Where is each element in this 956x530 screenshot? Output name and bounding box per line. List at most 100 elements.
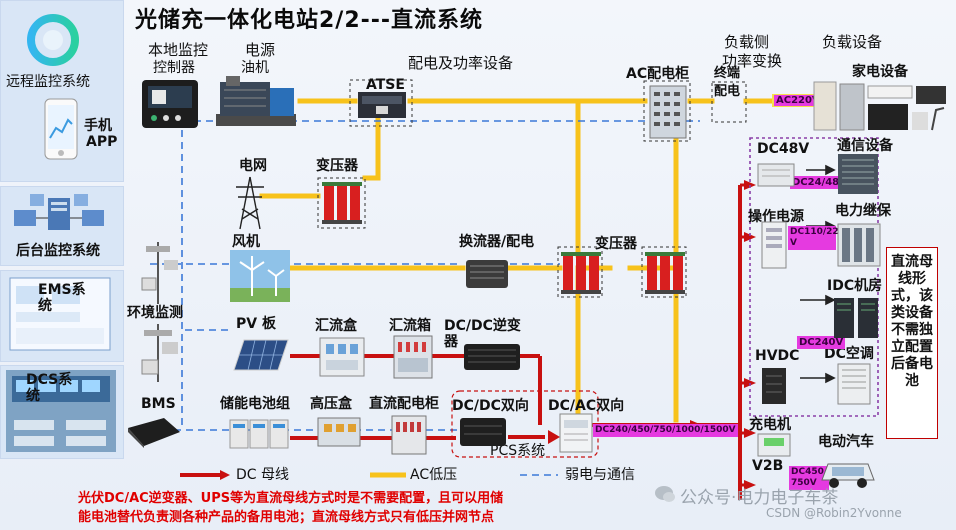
dc48v-rectifier-icon [757,163,795,187]
terminal-label-1: 终端 [714,66,741,81]
ac220v-tag: AC220V [772,94,824,107]
bottom-note-line2: 能电池替代负责测各种产品的备用电池；直流母线方式只有低压并网节点 [78,510,495,525]
converter-label: 换流器/配电 [459,234,535,250]
charger-label: 充电机 [749,417,791,433]
pcs-cabinet-icon [559,413,593,453]
dcdc-bidir-label: DC/DC双向 [452,398,529,414]
backend-monitor-label: 后台监控系统 [16,243,100,259]
distribution-label: 配电及功率设备 [408,54,514,72]
idc-label: IDC机房 [827,278,883,294]
pv-panel-label: PV 板 [236,316,276,332]
mobile-app-label-2: APP [86,134,118,150]
weather-station-icon [141,242,178,304]
ems-screen-icon [9,277,111,351]
dc-voltage-range-tag: DC240/450/750/1000/1500V [593,424,738,437]
home-appliances-icon [813,81,946,131]
local-controller-icon [142,80,198,128]
dc-bus-note-box: 直流母线形式，该类设备不需独立配置后备电池 [886,247,938,439]
v2b-label: V2B [752,458,784,474]
mobile-app-label-1: 手机 [84,118,112,134]
transformer-icon-3 [645,252,685,294]
dc-load-group-frame [749,137,879,417]
op-power-label: 操作电源 [748,209,804,225]
electric-car-icon [821,463,875,488]
combiner-box-icon [393,335,433,379]
dc240v-tag: DC240V [797,336,846,349]
combiner-label: 汇流盒 [315,318,357,334]
dcdc-inverter-label-1: DC/DC逆变 [444,318,521,334]
remote-monitor-label: 远程监控系统 [6,74,90,90]
dc48v-label: DC48V [757,141,810,157]
transformer-label-2: 变压器 [595,236,637,252]
bms-icon [128,418,180,448]
server-network-icon [14,194,104,230]
legend-ac-low: AC低压 [410,467,458,483]
combiner-box-label: 汇流箱 [389,318,431,334]
ac220v-tag-text: AC220V [774,95,822,106]
legend-comm: 弱电与通信 [565,467,635,483]
transformer-icon-2 [561,252,601,294]
op-power-cabinet-icon [761,221,787,269]
pv-panel-icon [233,339,289,371]
csdn-watermark: CSDN @Robin2Yvonne [766,506,902,520]
wechat-watermark: 公众号·电力电子车茶 [680,488,839,508]
pcs-label: PCS系统 [490,443,546,459]
weather-station-icon-2 [141,324,178,382]
load-device-label: 负载设备 [822,33,883,51]
ac-cabinet-icon [649,85,687,139]
terminal-label-2: 配电 [714,84,741,99]
dcdc-inverter-label-2: 器 [444,334,458,350]
dcac-bidir-label: DC/AC双向 [548,398,625,414]
mobile-phone-icon [44,98,78,160]
dc450-tag-line1: DC450/ [791,467,828,477]
dc110-220-tag-line2: V [790,238,797,248]
hvdc-cabinet-icon [762,368,786,404]
ems-label-2: 统 [38,298,52,314]
grid-label: 电网 [239,158,267,174]
transformer-label-1: 变压器 [316,158,358,174]
ev-label: 电动汽车 [818,434,874,450]
relay-cabinet-icon [837,223,881,267]
dcdc-bidirectional-icon [460,418,506,446]
comm-rack-icon [838,154,878,194]
dc450-tag-line2: 750V [791,478,817,488]
legend [180,470,558,480]
power-tower-icon [236,176,264,230]
control-room-icon [6,370,116,452]
hv-box-icon [317,417,361,447]
load-side-label-2: 功率变换 [722,52,783,70]
diesel-generator-label: 油机 [241,60,269,76]
diesel-generator-icon [216,76,296,126]
idc-server-icon [834,298,878,338]
battery-label: 储能电池组 [220,396,290,412]
combiner-icon [319,337,365,377]
page-title: 光储充一体化电站2/2---直流系统 [135,8,484,33]
relay-label: 电力继保 [835,203,891,219]
dcdc-inverter-icon [464,344,520,370]
home-appliance-label: 家电设备 [852,64,908,80]
power-source-label: 电源 [245,41,276,59]
bms-label: BMS [141,396,176,412]
local-monitor-label-2: 控制器 [153,60,195,76]
transformer-icon-1 [322,182,362,224]
charger-icon [757,433,791,457]
dc-bus-legend-arrow [220,470,230,480]
battery-pack-icon [229,419,289,449]
bottom-note-line1: 光伏DC/AC逆变器、UPS等为直流母线方式时是不需要配置，且可以用储 [78,491,504,506]
dcs-label-2: 统 [26,388,40,404]
ac-cabinet-label: AC配电柜 [626,66,690,82]
dc-bus-note-text: 直流母线形式，该类设备不需独立配置后备电池 [891,254,933,389]
dc-aircon-icon [837,363,871,405]
wind-turbine-icon [230,250,290,302]
hv-box-label: 高压盒 [310,396,352,412]
dc24-48-tag: DC24/48 [790,176,842,189]
ems-label-1: EMS系 [38,282,86,298]
cloud-logo-icon [27,14,79,66]
wind-label: 风机 [232,234,260,250]
pcs-group-frame [451,390,599,458]
dc-cabinet-icon [391,415,427,455]
load-side-label-1: 负载侧 [724,33,770,51]
hvdc-label: HVDC [755,348,800,364]
atse-label: ATSE [366,77,405,93]
